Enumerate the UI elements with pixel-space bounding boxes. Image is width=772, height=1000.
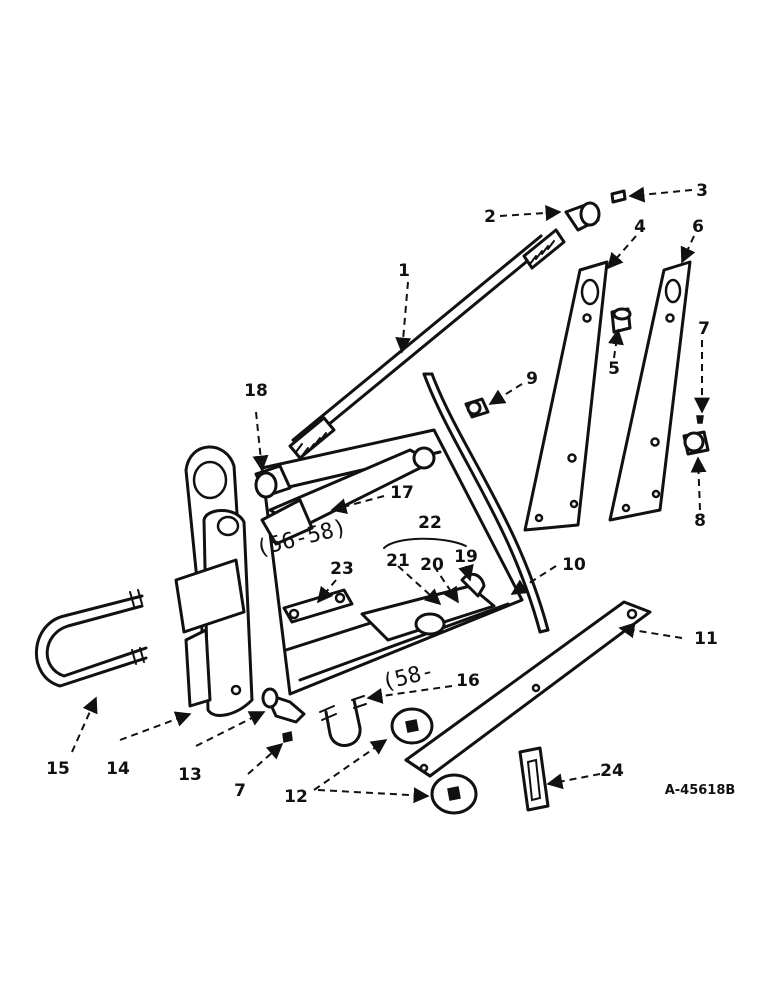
callout-3: 3 — [696, 181, 708, 201]
callout-13: 13 — [178, 765, 202, 785]
part-15-u-bolt — [35, 589, 148, 688]
callout-labels: 1 2 3 4 5 6 7 8 9 10 11 12 13 14 15 16 1… — [46, 181, 718, 807]
part-7-bolt-upper — [696, 415, 704, 424]
part-8-bolt — [682, 430, 710, 456]
part-1-threaded-rod — [288, 228, 566, 460]
callout-17: 17 — [390, 483, 414, 503]
part-2-nut — [564, 201, 601, 232]
callout-8: 8 — [694, 511, 706, 531]
callout-6: 6 — [692, 217, 704, 237]
part-17-lever — [260, 446, 436, 546]
callout-15: 15 — [46, 759, 70, 779]
reference-code: A-45618B — [665, 783, 736, 798]
callout-7-lower: 7 — [234, 781, 246, 801]
callout-9: 9 — [526, 369, 538, 389]
callout-5: 5 — [608, 359, 620, 379]
part-5-bushing — [610, 307, 632, 334]
callout-1: 1 — [398, 261, 410, 281]
part-3-pin — [610, 189, 627, 204]
part-16-u-bolt — [319, 695, 367, 747]
part-14-bracket — [174, 445, 254, 717]
callout-21: 21 — [386, 551, 410, 571]
part-9-clip — [464, 397, 490, 419]
callout-11: 11 — [694, 629, 718, 649]
callout-2: 2 — [484, 207, 496, 227]
callout-19: 19 — [454, 547, 478, 567]
part-12-washer-lower — [430, 773, 478, 815]
leader-lines — [71, 186, 710, 804]
callout-23: 23 — [330, 559, 354, 579]
part-11-bar — [404, 600, 652, 778]
part-7-bolt-lower — [282, 731, 293, 743]
callout-10: 10 — [562, 555, 586, 575]
callout-22: 22 — [418, 513, 442, 533]
part-18-bushing — [254, 464, 292, 499]
callout-16: 16 — [456, 671, 480, 691]
part-24-tag — [518, 746, 550, 812]
callout-24: 24 — [600, 761, 624, 781]
callout-20: 20 — [420, 555, 444, 575]
callout-12: 12 — [284, 787, 308, 807]
part-13-bolt — [261, 687, 306, 724]
callout-7-upper: 7 — [698, 319, 710, 339]
callout-4: 4 — [634, 217, 646, 237]
part-4-plate — [523, 260, 609, 532]
callout-14: 14 — [106, 759, 130, 779]
part-12-washer-upper — [390, 707, 434, 745]
part-6-plate — [608, 260, 692, 522]
callout-18: 18 — [244, 381, 268, 401]
